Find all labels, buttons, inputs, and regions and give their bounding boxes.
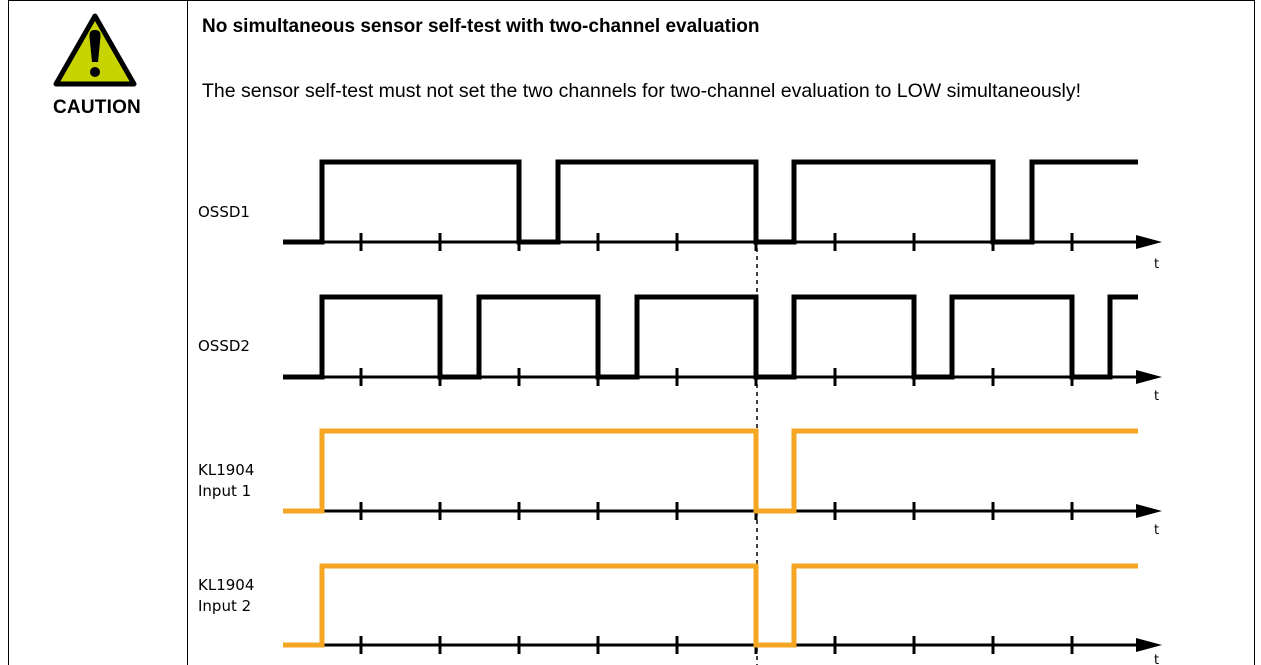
ossd2-label: OSSD2 — [198, 337, 250, 355]
ossd1-label: OSSD1 — [198, 203, 250, 221]
input1-signal: KL1904 Input 1 t — [198, 428, 1162, 538]
ossd1-axis-arrow — [1136, 235, 1162, 249]
input2-signal: KL1904 Input 2 t — [198, 563, 1162, 665]
ossd2-waveform — [283, 294, 1138, 380]
input2-waveform — [283, 563, 1138, 648]
notice-heading: No simultaneous sensor self-test with tw… — [202, 16, 760, 37]
caution-notice-table — [8, 0, 1255, 665]
ossd2-axis-arrow — [1136, 370, 1162, 384]
ossd1-signal: OSSD1 t — [198, 159, 1162, 272]
ossd1-t-label: t — [1154, 257, 1159, 272]
caution-label: CAUTION — [53, 97, 141, 118]
input1-label-line2: Input 1 — [198, 482, 251, 500]
input1-axis-arrow — [1136, 504, 1162, 518]
input1-waveform — [283, 428, 1138, 514]
warning-triangle-icon — [53, 13, 137, 87]
column-divider — [187, 0, 188, 665]
ossd2-signal: OSSD2 t — [198, 294, 1162, 404]
input2-axis-arrow — [1136, 638, 1162, 652]
input1-t-label: t — [1154, 523, 1159, 538]
ossd1-waveform — [283, 159, 1138, 245]
input2-label-line1: KL1904 — [198, 576, 254, 594]
input2-ticks — [359, 636, 1074, 654]
notice-paragraph: The sensor self-test must not set the tw… — [202, 80, 1082, 102]
input1-ticks — [359, 502, 1074, 520]
input2-label-line2: Input 2 — [198, 597, 251, 615]
input1-label-line1: KL1904 — [198, 461, 254, 479]
input2-t-label: t — [1154, 653, 1159, 665]
ossd2-t-label: t — [1154, 389, 1159, 404]
